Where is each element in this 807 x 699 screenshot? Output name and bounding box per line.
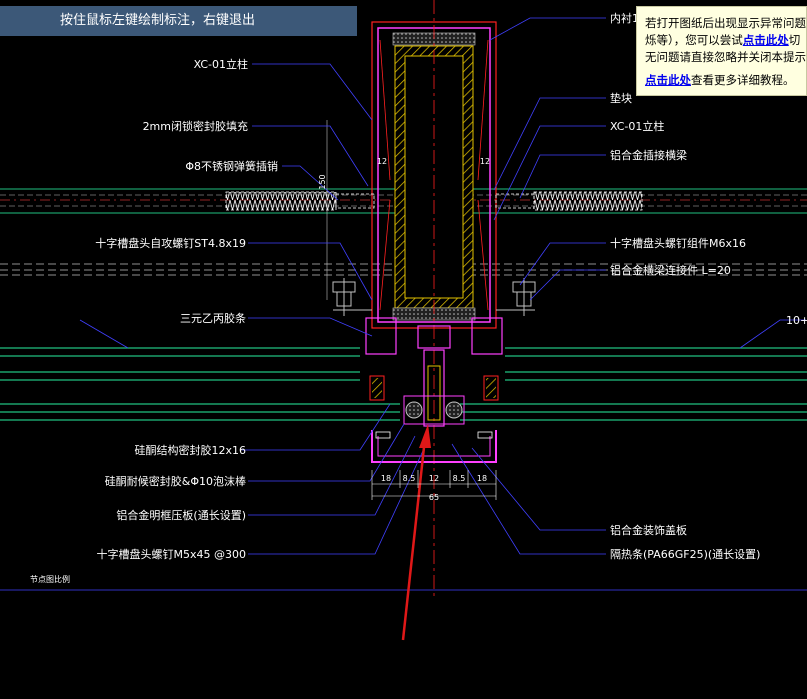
dim-d1: 18 xyxy=(381,474,391,483)
notice-tutorial-link[interactable]: 点击此处 xyxy=(645,73,691,87)
label-thermal-break: 隔热条(PA66GF25)(通长设置) xyxy=(610,547,760,561)
dim-height: 150 xyxy=(318,174,327,189)
label-epdm-gasket: 三元乙丙胶条 xyxy=(180,311,246,325)
dim-d2: 8.5 xyxy=(403,474,416,483)
notice-line-3: 无问题请直接忽略并关闭本提示 xyxy=(645,50,806,64)
dim-d5: 18 xyxy=(477,474,487,483)
dim-d3: 12 xyxy=(429,474,439,483)
clamp-assembly xyxy=(365,317,503,463)
label-transom-connector: 铝合金横梁连接件 L=20 xyxy=(610,263,731,277)
label-weather-sealant: 硅酮耐候密封胶&Φ10泡沫棒 xyxy=(105,474,246,488)
notice-line-1: 若打开图纸后出现显示异常问题 xyxy=(645,16,806,30)
notice-line-2-tail: 切 xyxy=(788,33,801,47)
left-labels: XC-01立柱 2mm闭锁密封胶填充 Φ8不锈钢弹簧插销 十字槽盘头自攻螺钉ST… xyxy=(95,57,278,561)
leader-lines xyxy=(79,17,806,555)
spring-pin-left xyxy=(225,191,375,211)
hint-bar: 按住鼠标左键绘制标注，右键退出 xyxy=(0,6,357,36)
spring-pin-right xyxy=(495,191,643,211)
dim-d4: 8.5 xyxy=(453,474,466,483)
hint-text: 按住鼠标左键绘制标注，右键退出 xyxy=(60,13,256,28)
label-self-tapping-screw: 十字槽盘头自攻螺钉ST4.8x19 xyxy=(95,236,246,250)
dim-total: 65 xyxy=(429,493,439,502)
notice-line-2: 烁等），您可以尝试点击此处切 xyxy=(645,32,806,49)
label-spacer-block: 垫块 xyxy=(610,91,632,105)
label-cover-cap: 铝合金装饰盖板 xyxy=(610,523,687,537)
bolt-left xyxy=(332,278,372,316)
right-labels: 内衬13 垫块 XC-01立柱 铝合金插接横梁 十字槽盘头螺钉组件M6x16 铝… xyxy=(610,11,807,561)
label-screw-assembly: 十字槽盘头螺钉组件M6x16 xyxy=(610,236,746,250)
label-pan-head-screw: 十字槽盘头螺钉M5x45 @300 xyxy=(97,547,247,561)
dim-wall-right: 12 xyxy=(480,157,490,166)
label-sealant-2mm: 2mm闭锁密封胶填充 xyxy=(143,119,248,133)
glass-panels xyxy=(0,347,807,421)
notice-line-2-text: 烁等），您可以尝试 xyxy=(645,33,743,47)
label-transom: 铝合金插接横梁 xyxy=(610,148,687,162)
notice-line-4-text: 查看更多详细教程。 xyxy=(691,73,795,87)
label-pressure-plate: 铝合金明框压板(通长设置) xyxy=(116,508,246,522)
corner-note: 节点图比例 xyxy=(30,574,70,584)
bolt-right xyxy=(496,278,536,316)
label-mullion-left: XC-01立柱 xyxy=(194,57,248,71)
label-spring-pin: Φ8不锈钢弹簧插销 xyxy=(185,159,278,173)
notice-fix-link[interactable]: 点击此处 xyxy=(742,33,789,47)
label-structural-sealant: 硅酮结构密封胶12x16 xyxy=(134,443,246,457)
label-glass-thickness: 10+ xyxy=(786,314,807,327)
dim-wall-left: 12 xyxy=(377,157,387,166)
display-issue-notice: 若打开图纸后出现显示异常问题 烁等），您可以尝试点击此处切 无问题请直接忽略并关… xyxy=(636,6,807,96)
dimension-annotations: 12 12 150 18 8.5 12 8.5 18 65 xyxy=(318,157,497,502)
notice-line-4: 点击此处查看更多详细教程。 xyxy=(645,72,806,89)
label-mullion-right: XC-01立柱 xyxy=(610,119,664,133)
annotation-arrow xyxy=(401,424,431,641)
